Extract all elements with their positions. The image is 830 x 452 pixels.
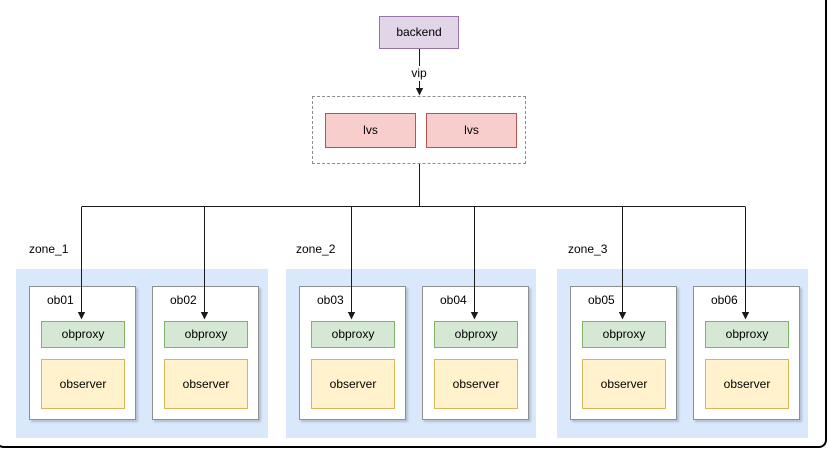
observer-node: observer — [41, 359, 125, 409]
observer-node: observer — [164, 359, 248, 409]
server-name: ob01 — [47, 293, 74, 307]
server-box: ob05 obproxy observer — [570, 286, 677, 420]
obproxy-node: obproxy — [705, 321, 789, 348]
server-box: ob04 obproxy observer — [422, 286, 529, 420]
observer-node: observer — [705, 359, 789, 409]
backend-node: backend — [379, 16, 459, 49]
server-name: ob03 — [317, 293, 344, 307]
server-box: ob03 obproxy observer — [299, 286, 406, 420]
server-name: ob02 — [170, 293, 197, 307]
observer-node: observer — [582, 359, 666, 409]
zone-label: zone_2 — [296, 242, 336, 256]
server-name: ob06 — [711, 293, 738, 307]
obproxy-node: obproxy — [41, 321, 125, 348]
obproxy-node: obproxy — [164, 321, 248, 348]
obproxy-node: obproxy — [434, 321, 518, 348]
obproxy-node: obproxy — [582, 321, 666, 348]
vip-label: vip — [403, 66, 435, 81]
zone-label: zone_3 — [568, 242, 608, 256]
server-name: ob04 — [440, 293, 467, 307]
server-box: ob06 obproxy observer — [693, 286, 800, 420]
server-box: ob01 obproxy observer — [29, 286, 136, 420]
observer-node: observer — [434, 359, 518, 409]
observer-node: observer — [311, 359, 395, 409]
zone-label: zone_1 — [29, 242, 69, 256]
lvs-cluster: lvs lvs — [312, 96, 526, 164]
server-name: ob05 — [588, 293, 615, 307]
lvs-node: lvs — [325, 113, 416, 148]
server-box: ob02 obproxy observer — [152, 286, 259, 420]
obproxy-node: obproxy — [311, 321, 395, 348]
lvs-node: lvs — [426, 113, 517, 148]
